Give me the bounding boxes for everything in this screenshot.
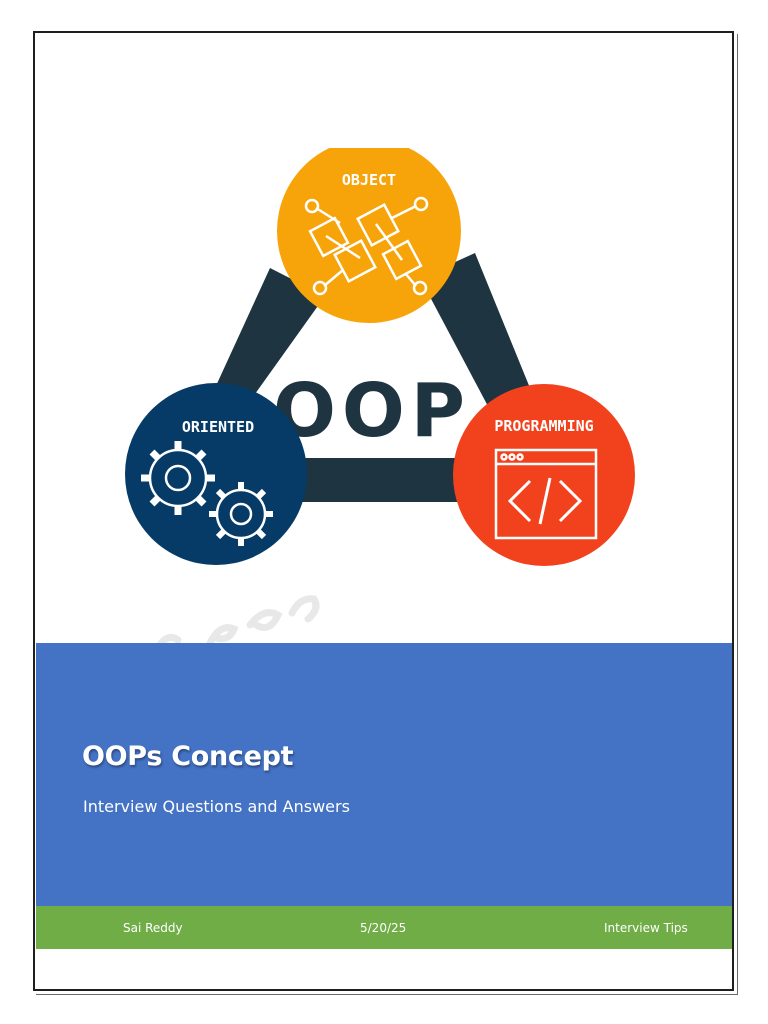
network-nodes-icon	[304, 196, 429, 296]
company-name: Interview Tips	[604, 921, 688, 935]
oriented-label: ORIENTED	[182, 418, 254, 436]
document-subtitle: Interview Questions and Answers	[83, 797, 350, 816]
page-shadow	[36, 34, 738, 995]
document-title: OOPs Concept	[82, 741, 294, 772]
cover-footer-band: Sai Reddy 5/20/25 Interview Tips	[36, 906, 732, 949]
cover-title-band: OOPs Concept Interview Questions and Ans…	[36, 643, 732, 906]
author-name: Sai Reddy	[123, 921, 183, 935]
oriented-circle: ORIENTED	[125, 383, 307, 565]
programming-label: PROGRAMMING	[494, 417, 593, 435]
gears-icon	[141, 441, 273, 546]
object-label: OBJECT	[342, 171, 396, 189]
object-circle: OBJECT	[277, 148, 461, 323]
publish-date: 5/20/25	[360, 921, 407, 935]
code-window-icon	[494, 448, 598, 540]
programming-circle: PROGRAMMING	[453, 384, 635, 566]
oop-logo: OOP OBJECT ORIENTED	[125, 148, 635, 566]
watermark	[156, 595, 320, 649]
oop-center-text: OOP	[273, 368, 471, 454]
